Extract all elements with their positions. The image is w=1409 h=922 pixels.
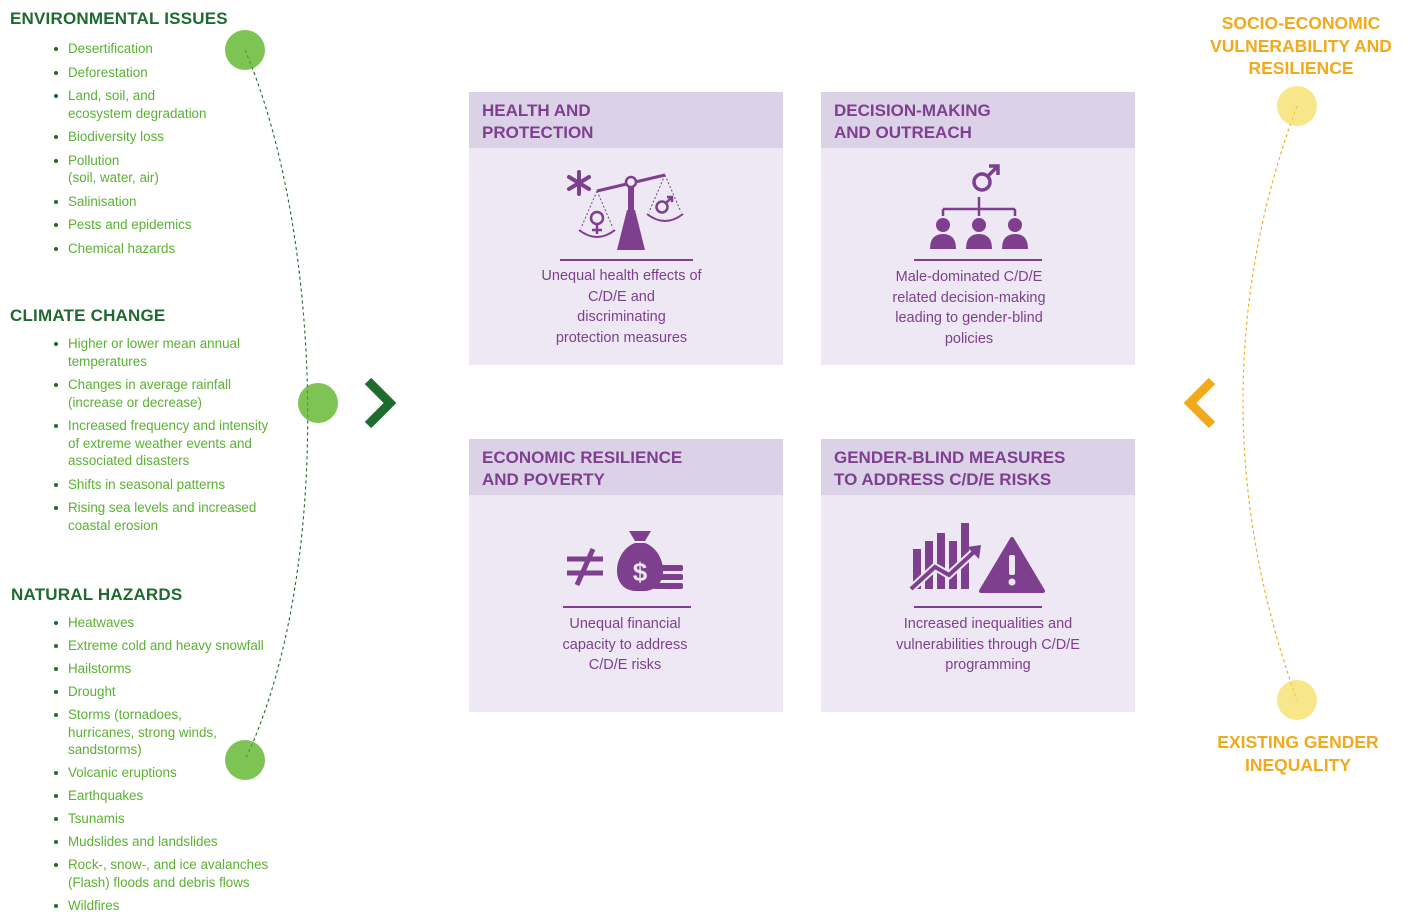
card-divider: [914, 606, 1042, 608]
natural-hazards-list: Heatwaves Extreme cold and heavy snowfal…: [54, 614, 268, 920]
card-title: ECONOMIC RESILIENCE AND POVERTY: [469, 439, 783, 495]
card-description: Unequal financial capacity to address C/…: [562, 616, 688, 673]
list-item: Heatwaves: [54, 614, 268, 632]
card-title: DECISION-MAKING AND OUTREACH: [821, 92, 1135, 148]
balance-scale-gender-icon: [567, 170, 684, 250]
list-item: Pollution (soil, water, air): [54, 152, 206, 187]
card-description: Unequal health effects of C/D/E and disc…: [541, 268, 702, 346]
list-item: Drought: [54, 683, 268, 701]
list-item: Salinisation: [54, 193, 206, 211]
list-item: Shifts in seasonal patterns: [54, 476, 268, 494]
card-description: Male-dominated C/D/E related decision-ma…: [892, 269, 1046, 347]
economic-resilience-card: ECONOMIC RESILIENCE AND POVERTY $ Unequa…: [469, 439, 783, 712]
card-divider: [560, 259, 693, 261]
card-title: HEALTH AND PROTECTION: [469, 92, 783, 148]
list-item: Storms (tornadoes, hurricanes, strong wi…: [54, 706, 268, 759]
list-item: Rock-, snow-, and ice avalanches (Flash)…: [54, 856, 268, 891]
decision-making-card: DECISION-MAKING AND OUTREACH Male-domina…: [821, 92, 1135, 365]
gender-blind-measures-card: GENDER-BLIND MEASURES TO ADDRESS C/D/E R…: [821, 439, 1135, 712]
card-description: Increased inequalities and vulnerabiliti…: [896, 616, 1080, 673]
climate-circle: [298, 383, 338, 423]
health-protection-card: HEALTH AND PROTECTION Unequal health eff…: [469, 92, 783, 365]
list-item: Biodiversity loss: [54, 128, 206, 146]
list-item: Volcanic eruptions: [54, 764, 268, 782]
list-item: Pests and epidemics: [54, 216, 206, 234]
natural-circle: [225, 740, 265, 780]
climate-change-list: Higher or lower mean annual temperatures…: [54, 335, 268, 540]
not-equal-money-bag-icon: $: [567, 531, 683, 591]
socio-economic-title: SOCIO-ECONOMIC VULNERABILITY AND RESILIE…: [1210, 13, 1392, 78]
natural-hazards-title: NATURAL HAZARDS: [11, 585, 183, 604]
card-divider: [563, 606, 691, 608]
list-item: Deforestation: [54, 64, 206, 82]
list-item: Increased frequency and intensity of ext…: [54, 417, 268, 470]
right-dashed-arc: [1242, 105, 1298, 701]
card-title: GENDER-BLIND MEASURES TO ADDRESS C/D/E R…: [821, 439, 1135, 495]
svg-text:$: $: [633, 557, 648, 587]
list-item: Tsunamis: [54, 810, 268, 828]
card-divider: [914, 259, 1042, 261]
rising-chart-warning-icon: [909, 523, 1045, 593]
left-dashed-arc-overlay: [244, 49, 309, 761]
climate-change-title: CLIMATE CHANGE: [10, 306, 166, 325]
list-item: Earthquakes: [54, 787, 268, 805]
right-dashed-arc-overlay: [1242, 105, 1298, 701]
male-hierarchy-icon: [930, 164, 1028, 249]
list-item: Higher or lower mean annual temperatures: [54, 335, 268, 370]
list-item: Chemical hazards: [54, 240, 206, 258]
list-item: Rising sea levels and increased coastal …: [54, 499, 268, 534]
chevron-right-icon: [364, 377, 397, 429]
list-item: Hailstorms: [54, 660, 268, 678]
list-item: Land, soil, and ecosystem degradation: [54, 87, 206, 122]
list-item: Wildfires: [54, 897, 268, 915]
list-item: Changes in average rainfall (increase or…: [54, 376, 268, 411]
gender-inequality-title: EXISTING GENDER INEQUALITY: [1217, 732, 1379, 775]
environmental-issues-list: Desertification Deforestation Land, soil…: [54, 40, 206, 263]
environmental-issues-title: ENVIRONMENTAL ISSUES: [10, 9, 228, 28]
list-item: Desertification: [54, 40, 206, 58]
list-item: Mudslides and landslides: [54, 833, 268, 851]
chevron-left-icon: [1183, 377, 1216, 429]
list-item: Extreme cold and heavy snowfall: [54, 637, 268, 655]
